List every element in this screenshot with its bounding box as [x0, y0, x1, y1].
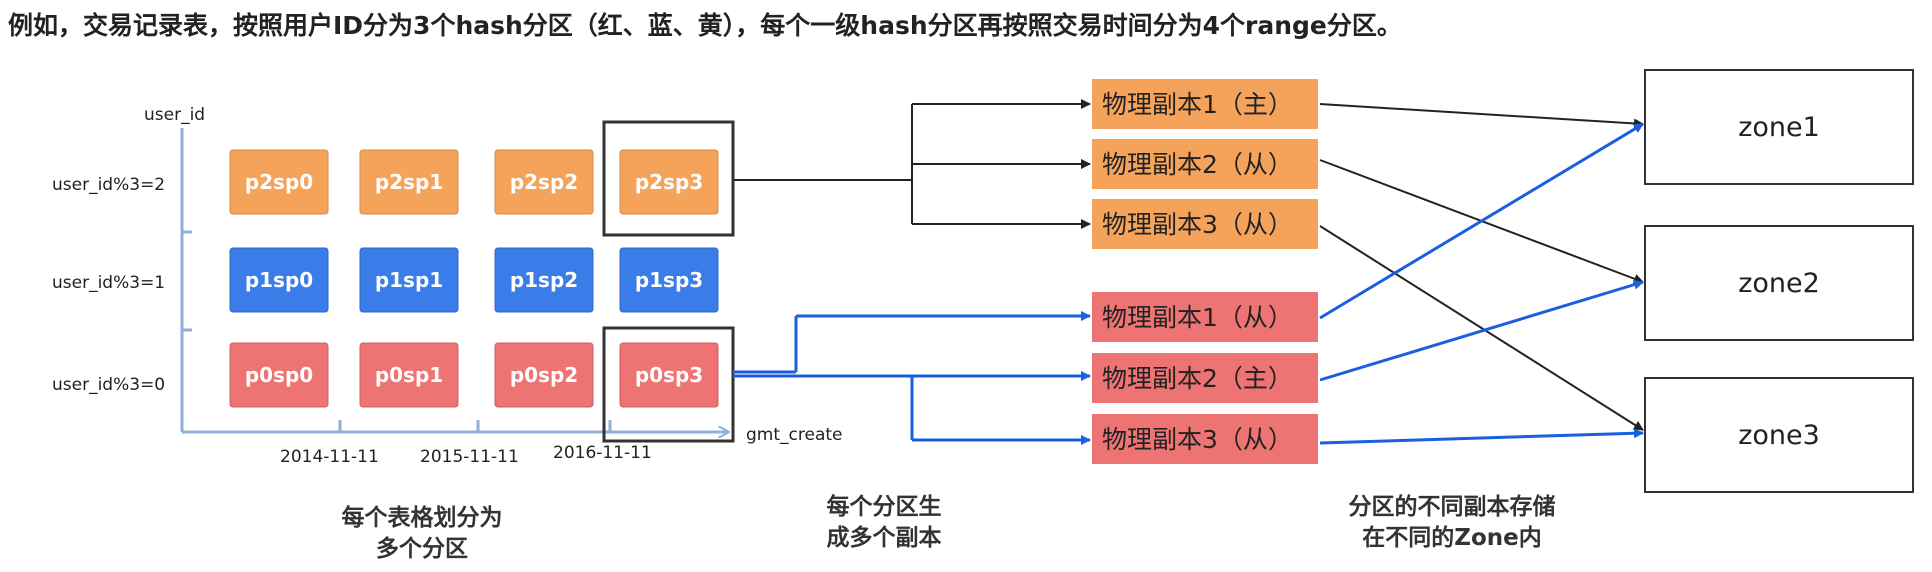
replica-label: 物理副本2（从）	[1102, 150, 1293, 179]
replicas_orange-replica-2: 物理副本2（从）	[1092, 139, 1318, 189]
replica-label: 物理副本2（主）	[1102, 364, 1293, 393]
x-tick-label: 2014-11-11	[280, 447, 379, 467]
arrow	[1319, 225, 1644, 431]
replica-label: 物理副本1（主）	[1102, 90, 1293, 119]
replicas_red-replica-2: 物理副本2（主）	[1092, 353, 1318, 403]
zone-box-zone2: zone2	[1644, 225, 1914, 341]
partition-cell-p2sp3: p2sp3	[619, 149, 719, 215]
arrow	[1319, 428, 1644, 445]
replicas_orange-replica-1: 物理副本1（主）	[1092, 79, 1318, 129]
partition-cell-label: p1sp2	[510, 268, 578, 292]
zone-connectors	[1319, 103, 1644, 445]
partition-cell-p0sp1: p0sp1	[359, 342, 459, 408]
x-tick-label: 2015-11-11	[420, 447, 519, 467]
partition-cell-label: p2sp0	[245, 170, 313, 194]
zone-caption-line: 在不同的Zone内	[1362, 524, 1541, 551]
orange-connectors	[733, 99, 1091, 229]
zone-group: zone1 zone2 zone3	[1644, 69, 1914, 493]
partition-cell-p1sp0: p1sp0	[229, 247, 329, 313]
arrow	[1319, 103, 1644, 129]
p2sp3-highlight-frame	[602, 120, 735, 237]
replicas_red-replica-3: 物理副本3（从）	[1092, 414, 1318, 464]
partition-cell-label: p2sp3	[635, 170, 703, 194]
zone-box-zone1: zone1	[1644, 69, 1914, 185]
red-connectors	[733, 311, 1091, 445]
replica-caption-line: 每个分区生	[827, 493, 942, 520]
zone-label: zone1	[1738, 112, 1820, 143]
grid-caption-line: 每个表格划分为	[342, 504, 503, 531]
row-label: user_id%3=1	[52, 273, 165, 293]
page-title: 例如，交易记录表，按照用户ID分为3个hash分区（红、蓝、黄），每个一级has…	[8, 11, 1402, 40]
zone-caption-line: 分区的不同副本存储	[1349, 493, 1556, 520]
x-tick-label: 2016-11-11	[553, 443, 652, 463]
axes	[180, 128, 728, 432]
replicas_orange-replica-3: 物理副本3（从）	[1092, 199, 1318, 249]
row-label: user_id%3=2	[52, 175, 165, 195]
partition-grid: p2sp0 p2sp1 p2sp2 p2sp3 p1sp0 p1sp1 p1sp2 p1sp3…	[229, 149, 719, 408]
partition-cell-label: p0sp2	[510, 363, 578, 387]
partition-cell-p0sp2: p0sp2	[494, 342, 594, 408]
partition-cell-label: p0sp3	[635, 363, 703, 387]
partition-cell-p2sp2: p2sp2	[494, 149, 594, 215]
partition-cell-label: p2sp1	[375, 170, 443, 194]
partition-cell-p1sp3: p1sp3	[619, 247, 719, 313]
partition-cell-label: p2sp2	[510, 170, 578, 194]
partition-cell-p2sp0: p2sp0	[229, 149, 329, 215]
partition-cell-p0sp0: p0sp0	[229, 342, 329, 408]
p0sp3-highlight-frame	[602, 326, 735, 443]
zone-label: zone2	[1738, 268, 1820, 299]
row-label: user_id%3=0	[52, 375, 165, 395]
replicas_red-replica-1: 物理副本1（从）	[1092, 292, 1318, 342]
partition-cell-label: p0sp1	[375, 363, 443, 387]
replica-label: 物理副本1（从）	[1102, 303, 1293, 332]
partition-cell-label: p0sp0	[245, 363, 313, 387]
partition-cell-label: p1sp3	[635, 268, 703, 292]
partition-cell-p1sp1: p1sp1	[359, 247, 459, 313]
grid-caption-line: 多个分区	[376, 535, 468, 562]
partition-cell-p2sp1: p2sp1	[359, 149, 459, 215]
partition-cell-label: p1sp1	[375, 268, 443, 292]
x-axis-label: gmt_create	[746, 425, 842, 445]
partition-cell-p1sp2: p1sp2	[494, 247, 594, 313]
arrow	[1319, 122, 1644, 320]
partition-cell-label: p1sp0	[245, 268, 313, 292]
zone-label: zone3	[1738, 420, 1820, 451]
replica-group: 物理副本1（主） 物理副本2（从） 物理副本3（从） 物理副本1（从） 物理副本2（主）…	[1092, 79, 1318, 464]
zone-box-zone3: zone3	[1644, 377, 1914, 493]
replica-caption-line: 成多个副本	[827, 524, 942, 551]
arrow	[1319, 279, 1644, 382]
replica-label: 物理副本3（从）	[1102, 425, 1293, 454]
y-axis-label: user_id	[144, 105, 205, 125]
partition-cell-p0sp3: p0sp3	[619, 342, 719, 408]
replica-label: 物理副本3（从）	[1102, 210, 1293, 239]
